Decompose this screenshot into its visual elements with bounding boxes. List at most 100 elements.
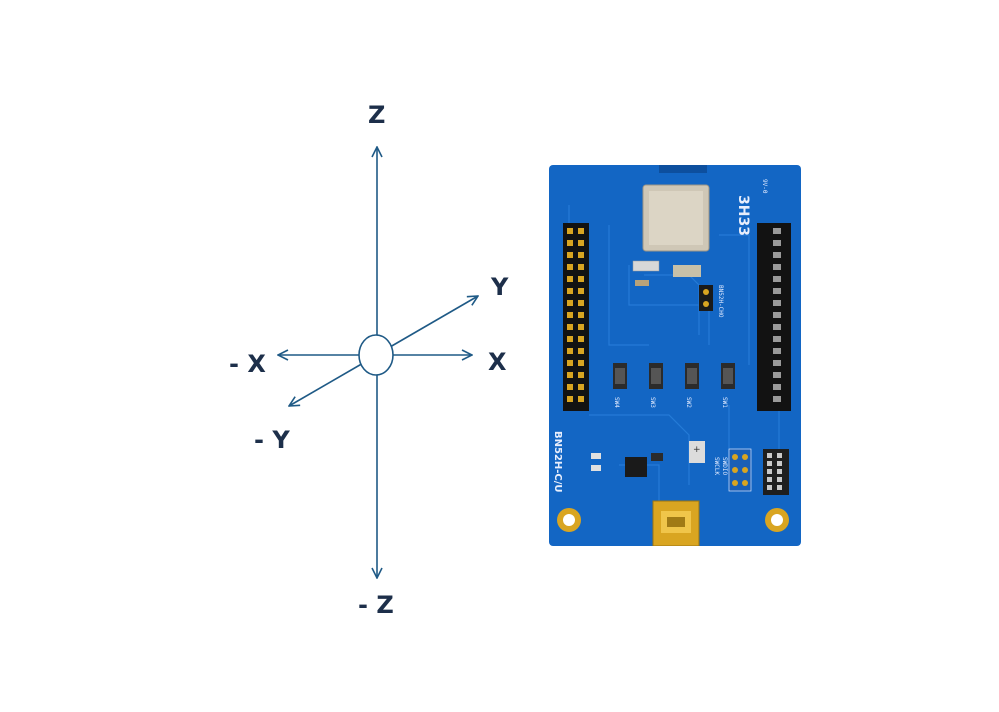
left-header-pin bbox=[567, 348, 573, 354]
debug-pin-5 bbox=[732, 480, 738, 486]
jumper-j5 bbox=[699, 285, 713, 311]
left-header-pin bbox=[567, 312, 573, 318]
swd-header-pin bbox=[767, 469, 772, 474]
resistor-r1 bbox=[591, 465, 601, 471]
y-positive-label: Y bbox=[491, 273, 509, 301]
z-negative-label: - Z bbox=[358, 591, 394, 619]
swd-header-pin bbox=[767, 485, 772, 490]
pcb-logo-text: 3H33 bbox=[735, 195, 751, 236]
left-header-pin bbox=[578, 312, 584, 318]
debug-pin-1 bbox=[732, 454, 738, 460]
left-header-pin bbox=[578, 276, 584, 282]
debug-pin-4 bbox=[742, 467, 748, 473]
usb-connector bbox=[652, 500, 700, 546]
right-header-pin bbox=[773, 276, 781, 282]
x-negative-label: - X bbox=[229, 350, 266, 378]
debug-pin-3 bbox=[732, 467, 738, 473]
left-header-pin bbox=[578, 396, 584, 402]
swd-header-pin bbox=[777, 485, 782, 490]
y-axis-negative bbox=[289, 361, 366, 406]
z-positive-label: Z bbox=[368, 101, 386, 129]
left-header-pin bbox=[567, 228, 573, 234]
ble-module-shield bbox=[649, 191, 703, 245]
pcb-rev-text: 9V-0 bbox=[761, 179, 768, 194]
jumper-j5-pin-1 bbox=[703, 289, 709, 295]
debug-pin-6 bbox=[742, 480, 748, 486]
left-pin-header bbox=[563, 223, 589, 411]
left-header-pin bbox=[567, 252, 573, 258]
swd-header-pin bbox=[777, 453, 782, 458]
power-pads bbox=[689, 441, 705, 463]
left-header-pin bbox=[567, 276, 573, 282]
left-header-pin bbox=[578, 372, 584, 378]
left-header-pin bbox=[578, 264, 584, 270]
regulator-u2 bbox=[625, 457, 647, 477]
capacitor-c3 bbox=[673, 265, 701, 277]
debug-label-swdio: SWDIO bbox=[721, 457, 728, 475]
right-header-pin bbox=[773, 264, 781, 270]
left-header-pin bbox=[578, 240, 584, 246]
right-header-pin bbox=[773, 372, 781, 378]
right-header-pin bbox=[773, 396, 781, 402]
swd-header-pin bbox=[777, 461, 782, 466]
right-header-pin bbox=[773, 384, 781, 390]
right-header-pin bbox=[773, 348, 781, 354]
left-header-pin bbox=[578, 360, 584, 366]
cap-c8 bbox=[651, 453, 663, 461]
y-negative-label: - Y bbox=[254, 426, 290, 454]
right-header-pin bbox=[773, 324, 781, 330]
left-header-pin bbox=[567, 300, 573, 306]
swd-header-pin bbox=[777, 469, 782, 474]
right-header-pin bbox=[773, 312, 781, 318]
right-header-pin bbox=[773, 240, 781, 246]
right-pin-header bbox=[757, 223, 791, 411]
y-axis-positive bbox=[389, 296, 478, 348]
left-header-pin bbox=[578, 324, 584, 330]
left-header-pin bbox=[567, 288, 573, 294]
button-sw4[interactable] bbox=[613, 363, 627, 389]
left-header-pin bbox=[578, 336, 584, 342]
left-header-pin bbox=[578, 300, 584, 306]
swd-header-pin bbox=[767, 461, 772, 466]
antenna-tab bbox=[659, 165, 707, 173]
button-sw3[interactable] bbox=[649, 363, 663, 389]
left-header-pin bbox=[578, 252, 584, 258]
right-header-pin bbox=[773, 360, 781, 366]
swd-header-pin bbox=[767, 453, 772, 458]
left-header-pin bbox=[567, 360, 573, 366]
jumper-j5-pin-2 bbox=[703, 301, 709, 307]
swd-header bbox=[763, 449, 789, 495]
button-label-sw1: SW1 bbox=[721, 397, 728, 408]
button-label-sw3: SW3 bbox=[649, 397, 656, 408]
button-label-sw4: SW4 bbox=[613, 397, 620, 408]
origin-ellipse bbox=[358, 334, 394, 376]
left-header-pin bbox=[578, 348, 584, 354]
debug-pin-2 bbox=[742, 454, 748, 460]
plus-sign: + bbox=[693, 445, 701, 455]
left-header-pin bbox=[567, 264, 573, 270]
mounting-hole-right-inner bbox=[771, 514, 783, 526]
crystal bbox=[632, 260, 660, 272]
mounting-hole-left-inner bbox=[563, 514, 575, 526]
button-label-sw2: SW2 bbox=[685, 397, 692, 408]
right-header-pin bbox=[773, 300, 781, 306]
left-header-pin bbox=[567, 240, 573, 246]
module-label: BN52H-CHO bbox=[717, 285, 724, 318]
left-header-pin bbox=[567, 384, 573, 390]
debug-label-swclk: SWCLK bbox=[713, 457, 720, 475]
button-sw2[interactable] bbox=[685, 363, 699, 389]
pcb-board: 3H33 9V-0 BN52H-CHO SW4 SW3 SW2 SW1 BN52… bbox=[549, 165, 801, 546]
left-header-pin bbox=[567, 372, 573, 378]
right-header-pin bbox=[773, 336, 781, 342]
right-header-pin bbox=[773, 288, 781, 294]
left-header-pin bbox=[567, 396, 573, 402]
x-positive-label: X bbox=[488, 348, 507, 376]
board-title: BN52H-C/U bbox=[552, 431, 563, 493]
left-header-pin bbox=[578, 384, 584, 390]
left-header-pin bbox=[567, 324, 573, 330]
button-sw1[interactable] bbox=[721, 363, 735, 389]
right-header-pin bbox=[773, 252, 781, 258]
capacitor-c1 bbox=[635, 280, 649, 286]
left-header-pin bbox=[578, 228, 584, 234]
